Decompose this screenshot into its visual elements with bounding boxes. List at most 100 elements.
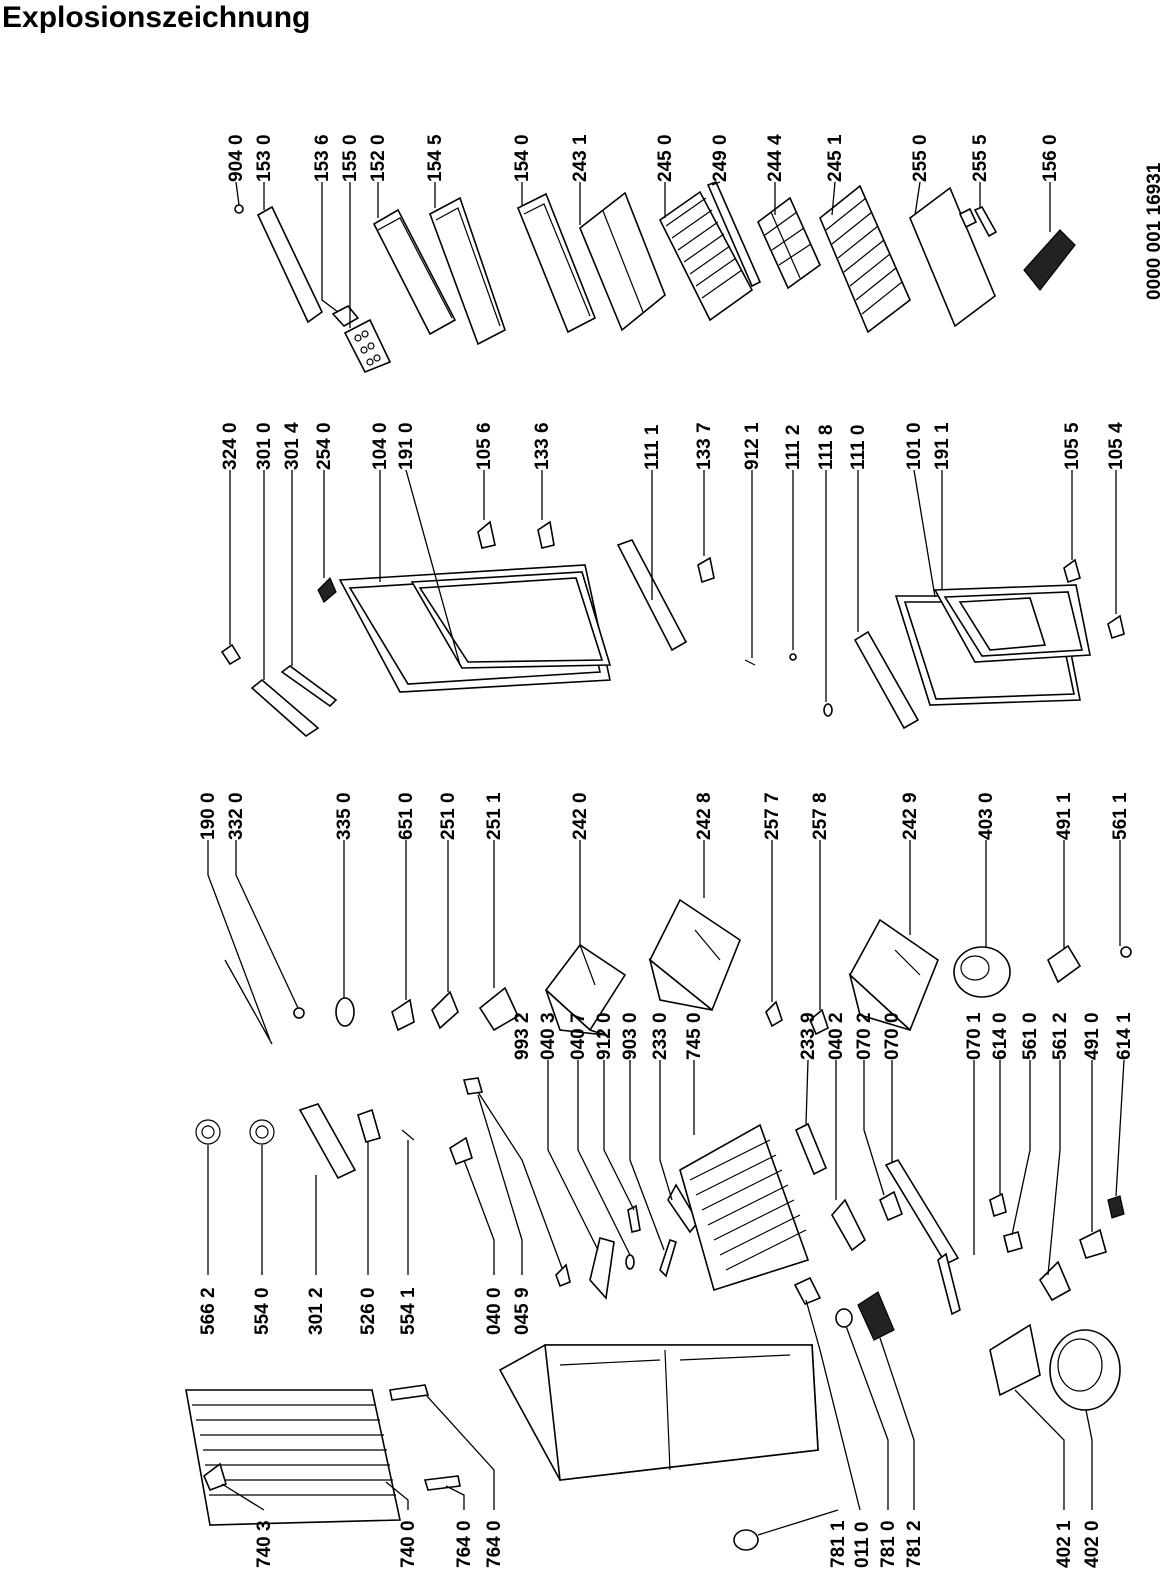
part-label: 105 4 — [1106, 422, 1127, 470]
part-label: 244 4 — [765, 134, 786, 182]
egg-tray-155 — [343, 318, 392, 374]
part-label: 993 2 — [512, 1012, 533, 1060]
part-label: 740 0 — [398, 1520, 419, 1568]
part-label: 554 0 — [252, 1287, 273, 1335]
labels-col-bottom: 740 3 740 0 764 0 764 0 781 1 011 0 781 … — [254, 1520, 1103, 1568]
part-label: 243 1 — [570, 134, 591, 182]
part-label: 745 0 — [684, 1012, 705, 1060]
page-title: Explosionszeichnung — [2, 1, 311, 34]
part-label: 152 0 — [368, 134, 389, 182]
egg-tray-156 — [1023, 229, 1076, 291]
part-label: 111 2 — [783, 425, 804, 470]
part-label: 255 5 — [970, 134, 991, 182]
door-shelf-group — [234, 180, 1076, 374]
part-label: 040 2 — [826, 1012, 847, 1060]
part-label: 781 0 — [878, 1520, 899, 1568]
part-label: 566 2 — [198, 1287, 219, 1335]
part-label: 554 1 — [398, 1287, 419, 1335]
part-label: 070 1 — [964, 1012, 985, 1060]
labels-col-inner: 993 2 040 3 040 7 912 0 903 0 233 0 745 … — [512, 1012, 1135, 1060]
part-label: 491 0 — [1082, 1012, 1103, 1060]
part-label: 402 0 — [1082, 1520, 1103, 1568]
part-label: 781 2 — [904, 1520, 925, 1568]
part-label: 764 0 — [484, 1520, 505, 1568]
wire-rack-745 — [679, 1123, 810, 1292]
part-label: 040 3 — [538, 1012, 559, 1060]
part-label: 402 1 — [1054, 1520, 1075, 1568]
part-label: 403 0 — [976, 792, 997, 840]
labels-col-right: 904 0 153 0 153 6 155 0 152 0 154 5 154 … — [226, 134, 1061, 182]
cabinet — [498, 1344, 819, 1481]
part-label: 111 1 — [642, 424, 663, 470]
part-label: 111 0 — [848, 425, 869, 470]
part-label: 904 0 — [226, 134, 247, 182]
part-label: 105 5 — [1062, 422, 1083, 470]
part-label: 191 1 — [932, 422, 953, 470]
part-label: 335 0 — [334, 792, 355, 840]
part-label: 155 0 — [340, 134, 361, 182]
part-label: 764 0 — [454, 1520, 475, 1568]
part-label: 561 2 — [1050, 1012, 1071, 1060]
upper-left-parts — [195, 1103, 473, 1180]
part-label: 111 8 — [816, 425, 837, 470]
labels-col-mid: 190 0 332 0 335 0 651 0 251 0 251 1 242 … — [198, 792, 1131, 840]
part-label: 561 1 — [1110, 792, 1131, 840]
part-label: 249 0 — [710, 134, 731, 182]
part-label: 190 0 — [198, 792, 219, 840]
part-label: 104 0 — [370, 422, 391, 470]
wire-shelf-245-1 — [819, 184, 911, 334]
part-label: 245 1 — [825, 134, 846, 182]
part-label: 191 0 — [396, 422, 417, 470]
part-label: 233 9 — [798, 1012, 819, 1060]
part-label: 912 1 — [742, 422, 763, 470]
part-label: 251 1 — [484, 792, 505, 840]
drawer-group — [224, 898, 1132, 1045]
door-gasket-191-1 — [933, 584, 1091, 663]
part-label: 781 1 — [828, 1520, 849, 1568]
part-label: 233 0 — [650, 1012, 671, 1060]
glass-shelf-243 — [579, 191, 666, 332]
part-label: 156 0 — [1040, 134, 1061, 182]
part-label: 242 8 — [694, 792, 715, 840]
labels-col-upper: 566 2 554 0 301 2 526 0 554 1 040 0 045 … — [198, 1287, 533, 1335]
part-label: 101 0 — [904, 422, 925, 470]
part-label: 254 0 — [314, 422, 335, 470]
drawer-242-8 — [648, 898, 741, 1012]
part-label: 561 0 — [1020, 1012, 1041, 1060]
wire-shelf-245 — [658, 190, 754, 322]
part-label: 242 0 — [570, 792, 591, 840]
part-label: 070 0 — [882, 1012, 903, 1060]
part-label: 614 1 — [1114, 1012, 1135, 1060]
part-label: 070 2 — [854, 1012, 875, 1060]
condenser-740 — [185, 1389, 401, 1526]
part-label: 133 7 — [694, 422, 715, 470]
cabinet-group — [185, 1276, 1121, 1551]
compressor-402 — [989, 1323, 1121, 1411]
part-label: 245 0 — [655, 134, 676, 182]
part-label: 491 1 — [1054, 792, 1075, 840]
part-label: 011 0 — [852, 1522, 873, 1569]
door-gasket-191 — [410, 571, 612, 669]
part-label: 614 0 — [990, 1012, 1011, 1060]
glass-shelf-255 — [909, 186, 996, 328]
drawer-242 — [544, 943, 627, 1036]
part-label: 912 0 — [594, 1012, 615, 1060]
part-label: 301 0 — [254, 422, 275, 470]
part-label: 257 7 — [762, 792, 783, 840]
part-label: 040 0 — [484, 1287, 505, 1335]
part-label: 251 0 — [438, 792, 459, 840]
part-label: 651 0 — [396, 792, 417, 840]
part-label: 154 0 — [512, 134, 533, 182]
leader-lines — [207, 181, 1125, 1536]
labels-col-door: 324 0 301 0 301 4 254 0 104 0 191 0 105 … — [220, 422, 1127, 470]
grid-244 — [757, 196, 821, 290]
part-label: 255 0 — [910, 134, 931, 182]
part-label: 045 9 — [512, 1287, 533, 1335]
part-label: 242 9 — [900, 792, 921, 840]
compressor-403 — [953, 946, 1011, 998]
door-group — [220, 520, 1125, 738]
part-label: 153 0 — [254, 134, 275, 182]
part-label: 133 6 — [532, 422, 553, 470]
part-label: 903 0 — [620, 1012, 641, 1060]
part-label: 301 4 — [282, 422, 303, 470]
